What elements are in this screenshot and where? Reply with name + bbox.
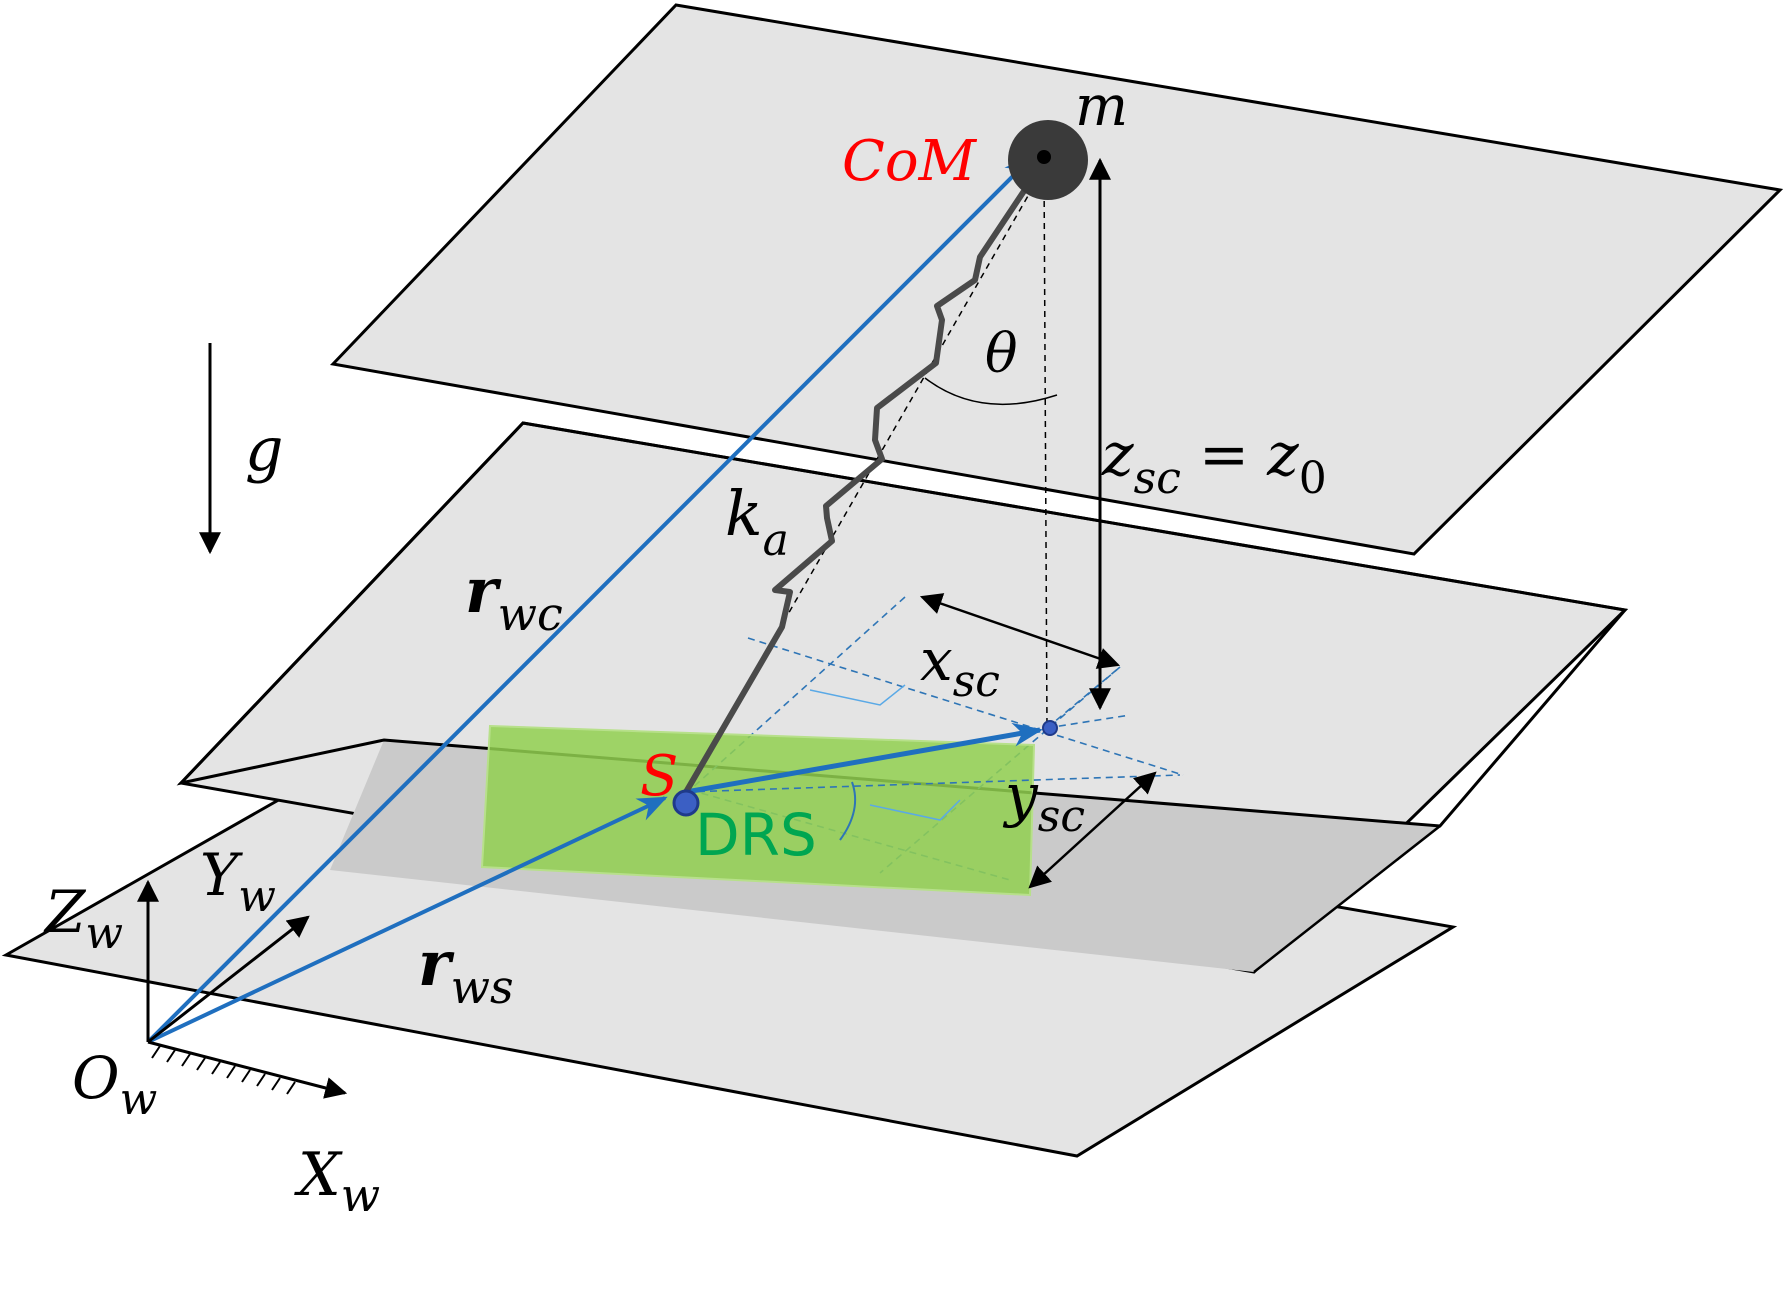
- x-w-axis: [147, 1040, 348, 1099]
- spring: [683, 168, 1041, 794]
- vector-arrows: [146, 154, 1043, 1044]
- x-sc-label: xsc: [920, 626, 1000, 707]
- r-wc-vector: [146, 154, 1035, 1044]
- projection-point: [1042, 720, 1058, 736]
- mass-ball: [1008, 120, 1088, 200]
- theta-arc: [924, 377, 1058, 406]
- drs-label: DRS: [695, 801, 817, 869]
- mass-label: m: [1075, 74, 1128, 139]
- gravity-label: g: [245, 415, 283, 485]
- y-w-axis: [147, 915, 310, 1044]
- com-label: CoM: [842, 129, 978, 194]
- support-to-projection-vector: [685, 722, 1043, 795]
- z-w-label: Zw: [43, 878, 123, 959]
- r-ws-label: rws: [418, 927, 514, 1014]
- y-sc-dimension: [1028, 771, 1157, 889]
- top-plane: [329, 3, 1784, 556]
- support-point: [672, 789, 700, 817]
- ground-hatch: [151, 1045, 296, 1095]
- spring-label: ka: [725, 477, 789, 566]
- theta-label: θ: [985, 322, 1018, 385]
- world-frame: [137, 879, 348, 1099]
- y-w-label: Yw: [200, 841, 276, 922]
- y-sc-label: ysc: [1002, 761, 1085, 842]
- z-sc-label: zsc=z0: [1101, 420, 1327, 504]
- r-ws-vector: [147, 796, 668, 1044]
- x-sc-dimension: [919, 593, 1121, 669]
- x-w-label: Xw: [294, 1140, 380, 1222]
- r-wc-label: rwc: [465, 554, 563, 641]
- support-label: S: [640, 744, 678, 809]
- o-w-label: Ow: [72, 1044, 157, 1125]
